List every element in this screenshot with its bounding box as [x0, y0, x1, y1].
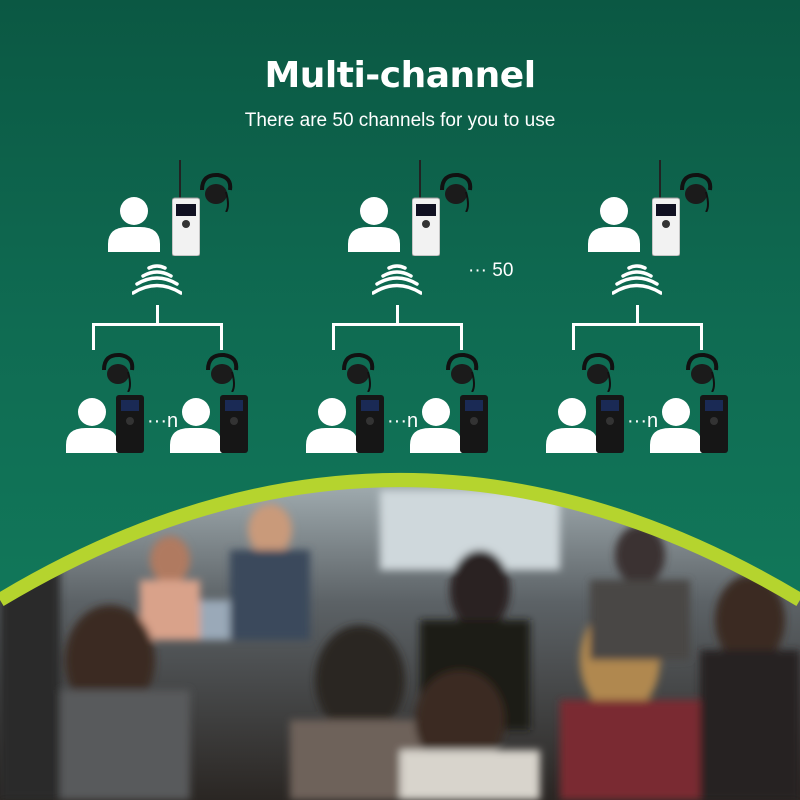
headphones-icon: [676, 172, 716, 217]
wireless-signal-icon: [371, 264, 423, 301]
tree-connector: [332, 323, 463, 326]
page-subtitle: There are 50 channels for you to use: [244, 110, 556, 131]
tree-connector: [220, 323, 223, 350]
listener-person-icon: [66, 397, 118, 458]
listener-person-icon: [410, 397, 462, 458]
tree-connector: [156, 305, 159, 325]
speaker-person-icon: [588, 196, 640, 257]
earhook-headset-icon: [442, 352, 482, 397]
listener-person-icon: [170, 397, 222, 458]
receiver-device-icon: [116, 395, 144, 458]
listener-more-label: ···n: [147, 410, 179, 432]
receiver-device-icon: [700, 395, 728, 458]
earhook-headset-icon: [98, 352, 138, 397]
channel-group-1: ···n: [0, 0, 248, 470]
tree-connector: [396, 305, 399, 325]
channel-count-label: ··· 50: [468, 260, 514, 281]
speaker-person-icon: [348, 196, 400, 257]
tree-connector: [92, 323, 95, 350]
tree-connector: [460, 323, 463, 350]
tree-connector: [332, 323, 335, 350]
headphones-icon: [436, 172, 476, 217]
earhook-headset-icon: [338, 352, 378, 397]
earhook-headset-icon: [202, 352, 242, 397]
channel-group-2: ···n: [240, 0, 488, 470]
tree-connector: [92, 323, 223, 326]
speaker-person-icon: [108, 196, 160, 257]
wireless-signal-icon: [131, 264, 183, 301]
page-title: Multi-channel: [264, 55, 536, 96]
listener-more-label: ···n: [387, 410, 419, 432]
earhook-headset-icon: [578, 352, 618, 397]
channel-group-3: ···n: [480, 0, 728, 470]
listener-person-icon: [306, 397, 358, 458]
listener-person-icon: [546, 397, 598, 458]
listener-person-icon: [650, 397, 702, 458]
earhook-headset-icon: [682, 352, 722, 397]
transmitter-device-icon: [171, 160, 201, 261]
receiver-device-icon: [356, 395, 384, 458]
tree-connector: [636, 305, 639, 325]
tree-connector: [572, 323, 703, 326]
headphones-icon: [196, 172, 236, 217]
receiver-device-icon: [220, 395, 248, 458]
transmitter-device-icon: [411, 160, 441, 261]
listener-more-label: ···n: [627, 410, 659, 432]
tree-connector: [700, 323, 703, 350]
tree-connector: [572, 323, 575, 350]
accent-curve: [0, 473, 800, 607]
receiver-device-icon: [596, 395, 624, 458]
receiver-device-icon: [460, 395, 488, 458]
wireless-signal-icon: [611, 264, 663, 301]
